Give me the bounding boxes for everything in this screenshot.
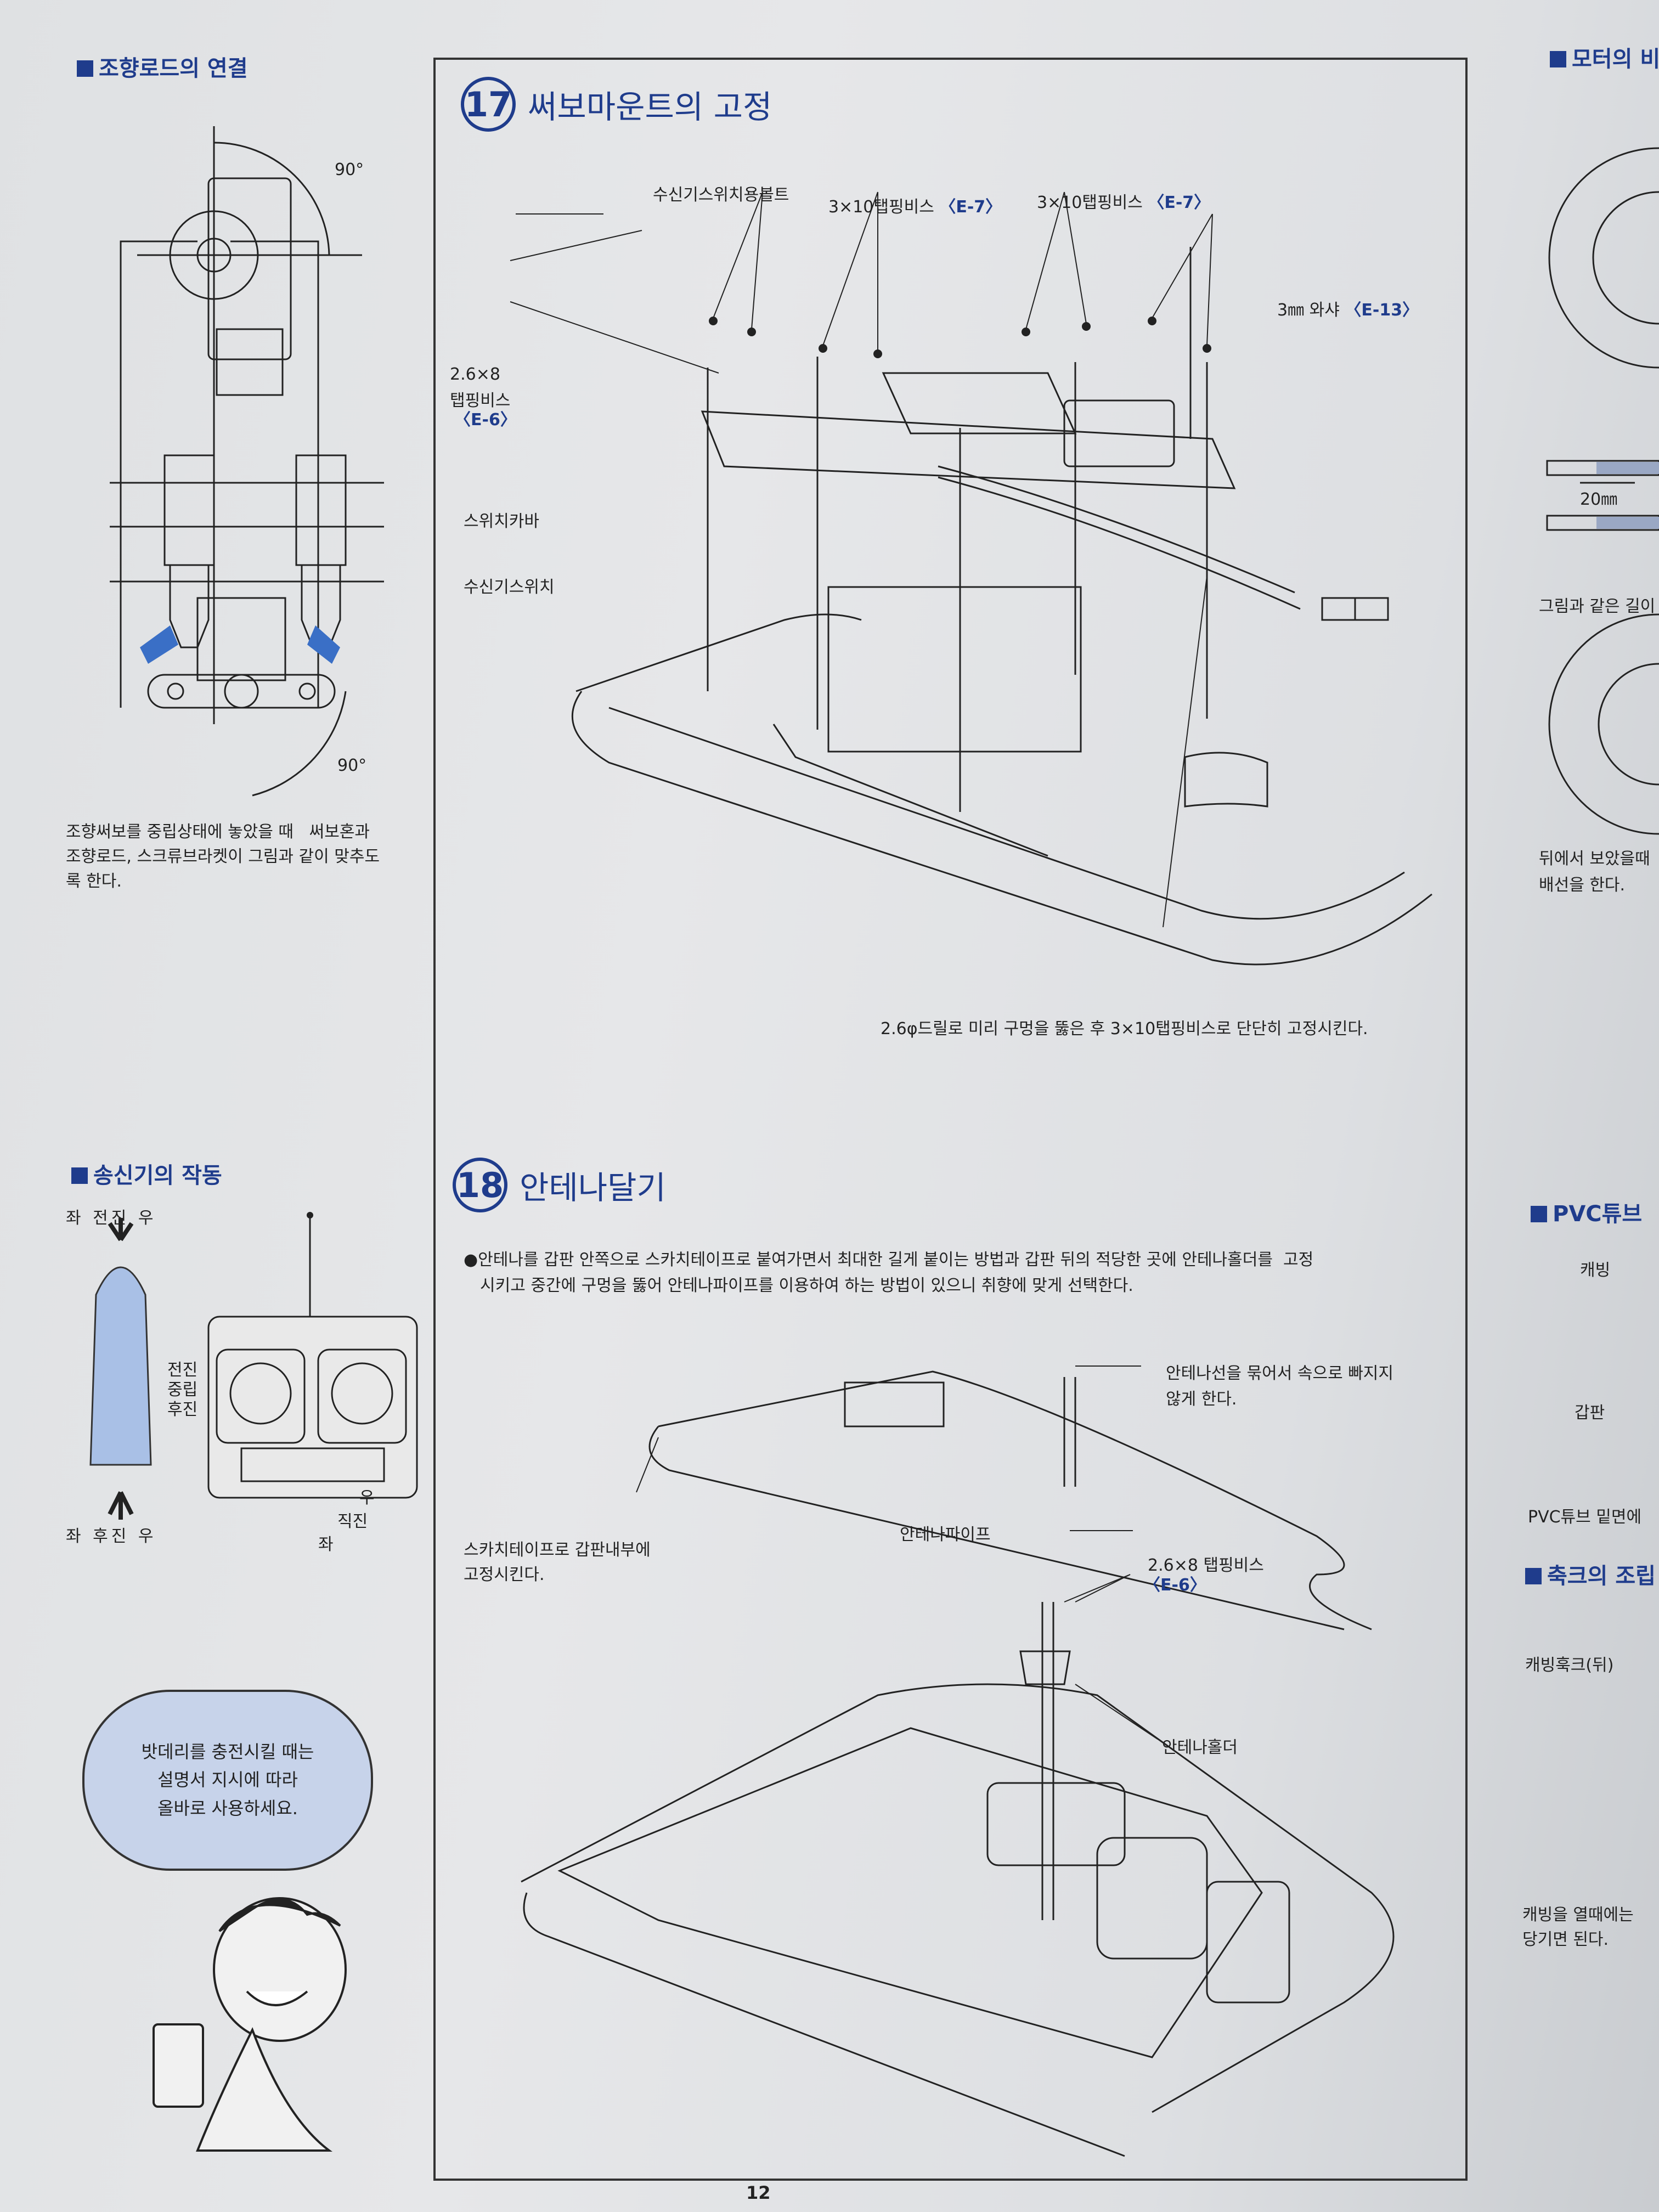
antenna-wire-note-line-2: 않게 한다. [1166, 1390, 1237, 1409]
transmitter-section-title: 송신기의 작동 [71, 1158, 222, 1189]
steering-section-title: 조향로드의 연결 [77, 50, 248, 82]
tap-screw-label: 탭핑비스 [450, 391, 511, 410]
hook-text-line-1: 캐빙을 열때에는 [1522, 1905, 1634, 1925]
antenna-tap-screw-label: 2.6×8 탭핑비스 [1148, 1556, 1264, 1575]
steer-straight-label: 직진 [337, 1512, 368, 1531]
steering-caption-line-3: 록 한다. [66, 872, 122, 891]
scotch-tape-note-line-2: 고정시킨다. [464, 1565, 545, 1584]
receiver-switch-bolt-label: 수신기스위치용볼트 [653, 185, 789, 205]
caping-hook-label: 캐빙훅크(뒤) [1525, 1656, 1614, 1675]
step-18-heading: 18 안테나달기 [453, 1158, 666, 1212]
transmitter-diagram [89, 1212, 418, 1520]
bottom-direction-label: 좌 후진 우 [66, 1527, 157, 1546]
hook-text-line-2: 당기면 된다. [1522, 1930, 1609, 1949]
angle-top-label: 90° [335, 160, 364, 179]
tap-screw-code-label: 〈E-6〉 [454, 410, 517, 430]
angle-bottom-label: 90° [337, 756, 367, 775]
steering-diagram [110, 126, 384, 797]
motor-text-2-line-2: 배선을 한다. [1539, 876, 1626, 895]
receiver-switch-label: 수신기스위치 [464, 578, 555, 597]
washer-label: 3㎜ 와샤 〈E-13〉 [1277, 301, 1419, 320]
bubble-line-2: 설명서 지시에 따라 [157, 1769, 298, 1791]
steering-caption-line-1: 조향써보를 중립상태에 놓았을 때 써보혼과 [66, 822, 370, 842]
cartoon-character-illustration [153, 1897, 347, 2152]
lever-neutral-label: 중립 [167, 1380, 198, 1400]
bubble-line-3: 올바로 사용하세요. [157, 1797, 298, 1819]
page-number: 12 [746, 2182, 771, 2203]
antenna-description-line-1: ●안테나를 갑판 안쪽으로 스카치테이프로 붙여가면서 최대한 길게 붙이는 방… [464, 1250, 1314, 1269]
antenna-pipe-label: 안테나파이프 [900, 1525, 991, 1544]
drill-note: 2.6φ드릴로 미리 구멍을 뚫은 후 3×10탭핑비스로 단단히 고정시킨다. [881, 1019, 1368, 1039]
tap-screw-size-label: 2.6×8 [450, 365, 500, 384]
step-17-heading: 17 써보마운트의 고정 [461, 77, 772, 132]
caping-label: 캐빙 [1580, 1261, 1611, 1280]
step-18-number: 18 [453, 1158, 507, 1212]
motor-section-title: 모터의 비 [1550, 41, 1659, 73]
antenna-description-line-2: 시키고 중간에 구멍을 뚫어 안테나파이프를 이용하여 하는 방법이 있으니 취… [480, 1276, 1133, 1295]
lever-reverse-label: 후진 [167, 1400, 198, 1419]
deck-label: 갑판 [1575, 1403, 1605, 1423]
bubble-line-1: 밧데리를 충전시킬 때는 [141, 1741, 314, 1763]
pvc-section-title: PVC튜브 [1531, 1196, 1642, 1228]
battery-warning-bubble: 밧데리를 충전시킬 때는 설명서 지시에 따라 올바로 사용하세요. [82, 1690, 373, 1871]
motor-text-1: 그림과 같은 길이 [1539, 597, 1656, 616]
antenna-diagram [521, 1365, 1395, 2157]
servo-mount-diagram [510, 191, 1432, 966]
switch-cover-label: 스위치카바 [464, 512, 539, 531]
antenna-wire-note-line-1: 안테나선을 묶어서 속으로 빠지지 [1166, 1364, 1394, 1383]
instruction-frame [433, 58, 1468, 2181]
steer-left-label: 좌 [318, 1535, 334, 1554]
step-17-title: 써보마운트의 고정 [528, 88, 772, 126]
tapping-screw-label-1: 3×10탭핑비스 〈E-7〉 [828, 198, 1002, 217]
hook-section-title: 축크의 조립 [1525, 1558, 1656, 1590]
antenna-holder-label: 안테나홀더 [1162, 1738, 1238, 1757]
steering-caption-line-2: 조향로드, 스크류브라켓이 그림과 같이 맞추도 [66, 847, 380, 866]
wire-length-label: 20㎜ [1580, 490, 1618, 509]
scotch-tape-note-line-1: 스카치테이프로 갑판내부에 [464, 1541, 651, 1560]
antenna-tap-screw-code: 〈E-6〉 [1144, 1576, 1206, 1595]
step-17-number: 17 [461, 77, 516, 132]
motor-diagram-partial [1546, 147, 1659, 835]
steer-right-label: 우 [359, 1488, 375, 1508]
pvc-text: PVC튜브 밑면에 [1528, 1508, 1642, 1527]
motor-text-2-line-1: 뒤에서 보았을때 [1539, 849, 1650, 868]
lever-forward-label: 전진 [167, 1361, 198, 1380]
tapping-screw-label-2: 3×10탭핑비스 〈E-7〉 [1037, 193, 1211, 212]
step-18-title: 안테나달기 [520, 1169, 666, 1206]
